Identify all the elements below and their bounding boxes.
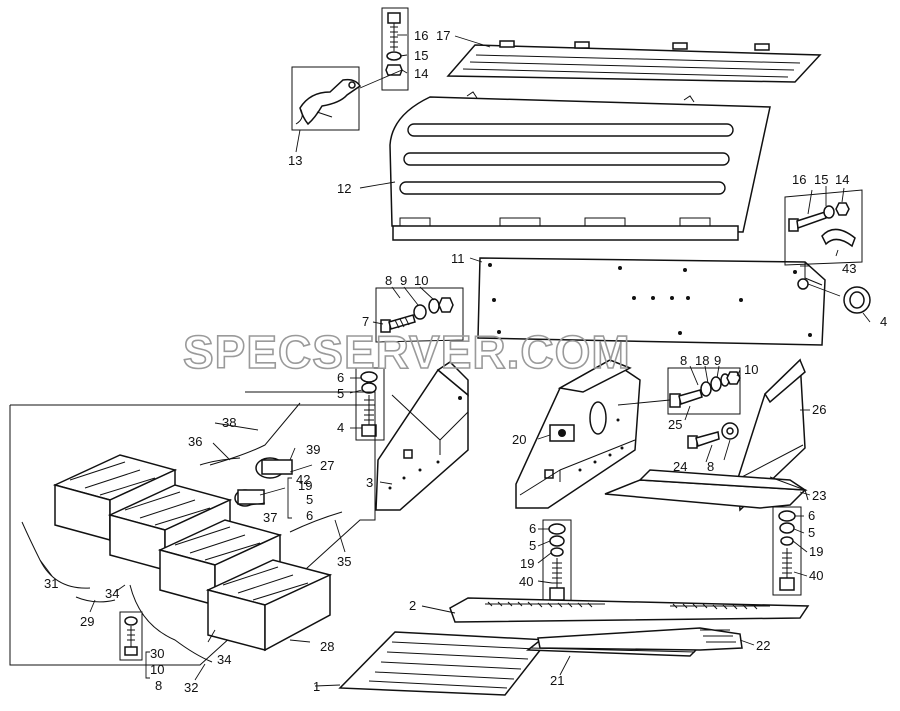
callout-5-center: 5: [529, 538, 536, 553]
callout-15-top: 15: [414, 48, 428, 63]
callout-22: 22: [756, 638, 770, 653]
callout-10-center: 10: [744, 362, 758, 377]
callout-6-left: 6: [337, 370, 344, 385]
callout-36: 36: [188, 434, 202, 449]
callout-34-right: 34: [217, 652, 231, 667]
callout-29: 29: [80, 614, 94, 629]
callout-6-inset: 6: [306, 508, 313, 523]
part-23-rail: [604, 469, 809, 509]
callout-40-center: 40: [519, 574, 533, 589]
callout-19-center: 19: [520, 556, 534, 571]
part-20-center-bracket: [515, 359, 641, 509]
callout-21: 21: [550, 673, 564, 688]
callout-16-top: 16: [414, 28, 428, 43]
callout-37: 37: [263, 510, 277, 525]
callout-32: 32: [184, 680, 198, 695]
cable-35: [289, 511, 343, 533]
battery-4: [205, 559, 333, 652]
callout-18: 18: [695, 353, 709, 368]
callout-1: 1: [313, 679, 320, 694]
callout-4-right: 4: [880, 314, 887, 329]
callout-19-inset: 19: [298, 478, 312, 493]
hardware-group-top-left: [291, 7, 409, 153]
callout-5-inset: 5: [306, 492, 313, 507]
hardware-stack-right: [772, 506, 802, 596]
callout-13: 13: [288, 153, 302, 168]
hardware-group-center: [617, 367, 741, 449]
callout-14-right: 14: [835, 172, 849, 187]
hardware-group-right-top: [784, 186, 863, 266]
callout-27: 27: [320, 458, 334, 473]
callout-12: 12: [337, 181, 351, 196]
cable-29: [75, 596, 116, 603]
callout-26: 26: [812, 402, 826, 417]
part-26-right-bracket: [737, 358, 806, 512]
part-2-base-rail: [449, 597, 810, 623]
callout-8-center: 8: [680, 353, 687, 368]
callout-9-center: 9: [714, 353, 721, 368]
callout-labels: 1 2 3 4 4 5 5 5 5 6 6 6 6 7 8 8 8 8 9 9 …: [44, 28, 887, 695]
callout-24: 24: [673, 459, 687, 474]
callout-3: 3: [366, 475, 373, 490]
callout-15-right: 15: [814, 172, 828, 187]
part-4-washer-right: [797, 278, 871, 323]
cable-32: [129, 584, 213, 663]
callout-19-right: 19: [809, 544, 823, 559]
callout-20: 20: [512, 432, 526, 447]
battery-assembly-inset: [9, 391, 376, 681]
callout-14-top: 14: [414, 66, 428, 81]
callout-16-right: 16: [792, 172, 806, 187]
callout-25: 25: [668, 417, 682, 432]
callout-35: 35: [337, 554, 351, 569]
callout-43: 43: [842, 261, 856, 276]
hardware-stack-left: [355, 367, 385, 441]
callout-11: 11: [451, 251, 465, 266]
callout-34-left: 34: [105, 586, 119, 601]
part-11-mounting-panel: [477, 257, 826, 346]
battery-switch: [234, 457, 293, 507]
callout-9-top: 9: [400, 273, 407, 288]
callout-6-right: 6: [808, 508, 815, 523]
callout-31: 31: [44, 576, 58, 591]
cable-36: [199, 457, 241, 466]
part-3-left-bracket: [375, 361, 469, 511]
callout-5-right: 5: [808, 525, 815, 540]
callout-40-right: 40: [809, 568, 823, 583]
callout-5-left: 5: [337, 386, 344, 401]
callout-10-top: 10: [414, 273, 428, 288]
part-22-rail-block: [537, 627, 743, 651]
hardware-stack-inset: [119, 611, 143, 661]
callout-8-top: 8: [385, 273, 392, 288]
callout-7: 7: [362, 314, 369, 329]
callout-42: 42: [296, 472, 310, 487]
callout-8-lower: 8: [707, 459, 714, 474]
callout-10-inset: 10: [150, 662, 164, 677]
leader-lines: [314, 34, 811, 687]
hardware-stack-center: [542, 519, 572, 609]
hardware-group-left-middle: [375, 287, 464, 343]
cable-38: [209, 402, 301, 466]
callout-8-inset: 8: [155, 678, 162, 693]
callout-28: 28: [320, 639, 334, 654]
callout-23: 23: [812, 488, 826, 503]
callout-4-left: 4: [337, 420, 344, 435]
watermark-text: SPECSERVER.COM: [183, 326, 631, 378]
part-17-cover-plate: [446, 40, 822, 83]
callout-2: 2: [409, 598, 416, 613]
callout-17: 17: [436, 28, 450, 43]
part-1-bottom-tray: [338, 631, 550, 696]
callout-39: 39: [306, 442, 320, 457]
callout-30: 30: [150, 646, 164, 661]
callout-6-center: 6: [529, 521, 536, 536]
callout-38: 38: [222, 415, 236, 430]
part-12-battery-box-lid: [389, 91, 771, 241]
